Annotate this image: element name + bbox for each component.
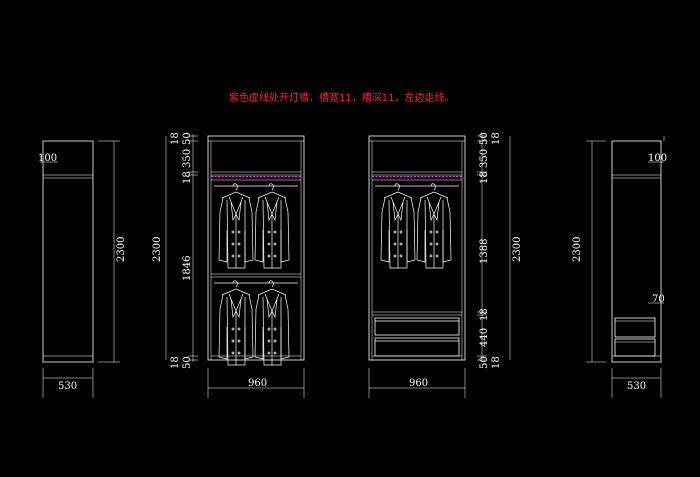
lighting-groove-note: 紫色虚线处开灯槽，槽宽11，槽深11，左边走线。: [229, 91, 454, 104]
front-right-seg-5: 1388: [479, 239, 490, 264]
front-right-width-dimension: 960: [409, 378, 428, 389]
front-left-height-dimension: 2300: [152, 237, 163, 262]
left-side-width-dimension: 530: [58, 381, 77, 392]
right-side-top-dimension: 100: [648, 153, 667, 164]
left-side-view: 100 2300 530: [38, 140, 127, 398]
front-left-seg-4: 18: [182, 171, 193, 184]
front-left-seg-1: 18: [170, 132, 181, 145]
front-view-left: 18 50 350 18 1846 18 50 2300 960: [152, 132, 305, 398]
front-right-seg-7: 440: [479, 328, 490, 347]
front-right-seg-3: 350: [479, 149, 490, 168]
front-left-seg-3: 350: [182, 149, 193, 168]
right-side-width-dimension: 530: [627, 381, 646, 392]
right-side-view: 100 70 2300 530: [572, 136, 667, 398]
front-right-seg-2: 18: [491, 132, 502, 145]
left-side-height-dimension: 2300: [116, 237, 127, 262]
front-right-seg-9: 50: [479, 356, 490, 369]
front-view-right: 50 18 350 18 1388 18 440 18 50 2300 960: [368, 132, 523, 398]
left-side-top-dimension: 100: [38, 153, 57, 164]
front-right-seg-4: 18: [479, 171, 490, 184]
front-left-seg-5: 1846: [182, 256, 193, 281]
front-left-seg-7: 50: [182, 356, 193, 369]
right-side-drawer-dimension: 70: [652, 294, 665, 305]
front-left-seg-6: 18: [170, 356, 181, 369]
front-right-seg-8: 18: [491, 356, 502, 369]
front-right-seg-6: 18: [479, 308, 490, 321]
right-side-height-dimension: 2300: [572, 237, 583, 262]
front-left-width-dimension: 960: [248, 378, 267, 389]
front-right-height-dimension: 2300: [512, 237, 523, 262]
front-right-seg-1: 50: [479, 132, 490, 145]
front-left-seg-2: 50: [182, 132, 193, 145]
